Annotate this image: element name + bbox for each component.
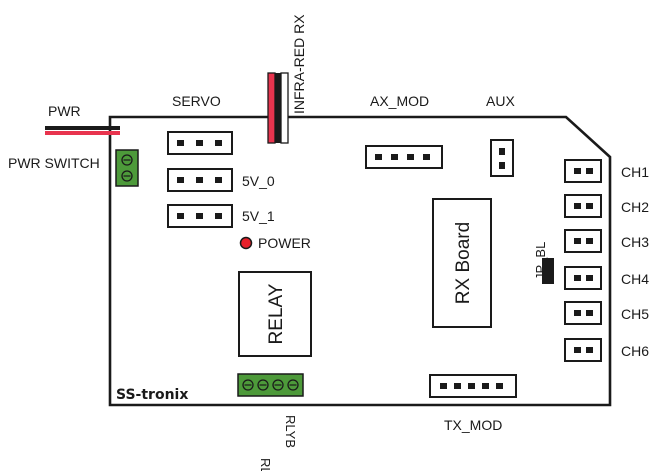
relay-terminal-block <box>237 373 304 397</box>
ch4-header <box>564 266 602 290</box>
jp-bl-label: JP_BL <box>533 242 548 280</box>
ch1-header <box>564 159 602 183</box>
5v1-label: 5V_1 <box>242 208 275 224</box>
rlyb-label: RLYB <box>283 415 298 448</box>
ch5-header <box>564 301 602 325</box>
board-outline <box>108 115 612 407</box>
servo-header <box>167 131 233 155</box>
aux-label: AUX <box>486 93 515 109</box>
ch2-label: CH2 <box>621 199 649 215</box>
relay-label: RELAY <box>266 283 287 344</box>
power-label: POWER <box>258 235 311 251</box>
ch1-label: CH1 <box>621 164 649 180</box>
ax-mod-header <box>365 145 443 169</box>
ax-mod-label: AX_MOD <box>370 93 429 109</box>
rx-board-box <box>432 198 492 328</box>
ch5-label: CH5 <box>621 306 649 322</box>
tx-mod-header <box>429 374 517 398</box>
ch2-header <box>564 194 602 218</box>
rlya-label: RLYA <box>258 458 273 471</box>
jp-bl-jumper[interactable] <box>542 258 554 284</box>
power-led <box>239 236 253 250</box>
pwr-label: PWR <box>48 103 81 119</box>
5v0-label: 5V_0 <box>242 173 275 189</box>
aux-header <box>490 139 514 177</box>
relay-box <box>238 271 312 357</box>
ch3-label: CH3 <box>621 234 649 250</box>
rx-board-label: RX Board <box>453 222 474 304</box>
infrared-rx-connector <box>267 72 289 144</box>
pwr-switch-label: PWR SWITCH <box>8 155 100 171</box>
ch4-label: CH4 <box>621 271 649 287</box>
5v1-header <box>167 204 233 228</box>
ch6-header <box>564 338 602 362</box>
tx-mod-label: TX_MOD <box>444 417 502 433</box>
pwr-wire <box>45 126 120 135</box>
5v0-header <box>167 168 233 192</box>
ss-tronix-logo-text: SS-tronix <box>116 387 188 403</box>
pwr-switch[interactable] <box>115 149 139 187</box>
infrared-rx-label: INFRA-RED RX <box>291 14 307 114</box>
servo-label: SERVO <box>172 93 221 109</box>
ch3-header <box>564 229 602 253</box>
ch6-label: CH6 <box>621 343 649 359</box>
ss-tronix-logo: SS-tronix <box>116 387 188 403</box>
